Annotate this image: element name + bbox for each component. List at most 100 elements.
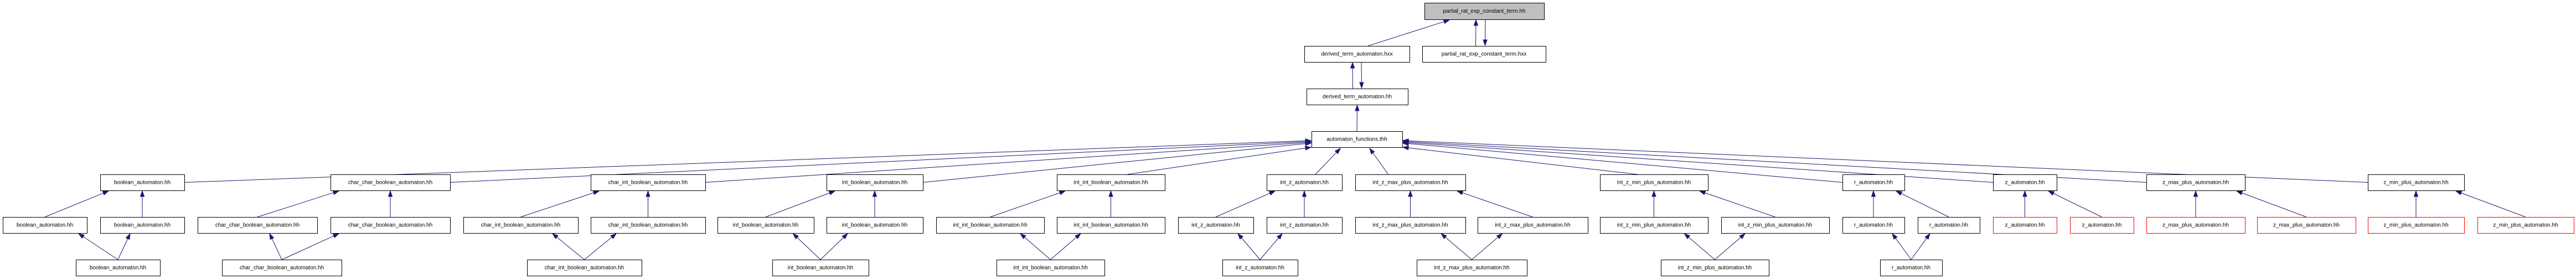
node-box[interactable] [2368, 217, 2465, 234]
node-z-max-plus-automaton[interactable]: z_max_plus_automaton.hh [2146, 174, 2245, 191]
node-char-char-boolean-automaton[interactable]: char_char_boolean_automaton.hh [331, 217, 451, 234]
node-int-z-min-plus-automaton[interactable]: int_z_min_plus_automaton.hh [1600, 217, 1708, 234]
node-z-automaton[interactable]: z_automaton.hh [1993, 217, 2057, 234]
node-box[interactable] [1417, 260, 1527, 276]
node-box[interactable] [222, 260, 342, 276]
node-char-char-boolean-automaton[interactable]: char_char_boolean_automaton.hh [198, 217, 318, 234]
node-boolean-automaton[interactable]: boolean_automaton.hh [76, 260, 161, 276]
node-box[interactable] [463, 217, 579, 234]
node-box[interactable] [100, 174, 185, 191]
node-int-int-boolean-automaton[interactable]: int_int_boolean_automaton.hh [1057, 174, 1165, 191]
node-int-z-max-plus-automaton[interactable]: int_z_max_plus_automaton.hh [1355, 174, 1466, 191]
node-box[interactable] [1721, 217, 1830, 234]
node-box[interactable] [827, 174, 923, 191]
node-int-boolean-automaton[interactable]: int_boolean_automaton.hh [827, 174, 923, 191]
node-z-max-plus-automaton[interactable]: z_max_plus_automaton.hh [2257, 217, 2356, 234]
node-box[interactable] [3, 217, 87, 234]
node-int-z-max-plus-automaton[interactable]: int_z_max_plus_automaton.hh [1478, 217, 1588, 234]
node-box[interactable] [591, 174, 706, 191]
node-box[interactable] [1307, 89, 1408, 105]
node-box[interactable] [827, 217, 923, 234]
node-box[interactable] [997, 260, 1105, 276]
node-automaton-functions[interactable]: automaton_functions.thh [1312, 131, 1403, 148]
node-box[interactable] [1600, 174, 1708, 191]
node-char-int-boolean-automaton[interactable]: char_int_boolean_automaton.hh [527, 260, 642, 276]
node-box[interactable] [1267, 217, 1343, 234]
node-box[interactable] [331, 217, 451, 234]
node-int-int-boolean-automaton[interactable]: int_int_boolean_automaton.hh [1057, 217, 1165, 234]
node-int-z-automaton[interactable]: int_z_automaton.hh [1267, 174, 1343, 191]
node-box[interactable] [1057, 174, 1165, 191]
node-box[interactable] [2146, 217, 2245, 234]
node-int-z-min-plus-automaton[interactable]: int_z_min_plus_automaton.hh [1600, 174, 1708, 191]
node-box[interactable] [1267, 174, 1343, 191]
node-box[interactable] [1355, 174, 1466, 191]
node-boolean-automaton[interactable]: boolean_automaton.hh [100, 217, 185, 234]
node-int-z-max-plus-automaton[interactable]: int_z_max_plus_automaton.hh [1417, 260, 1527, 276]
node-box[interactable] [100, 217, 185, 234]
node-int-z-min-plus-automaton[interactable]: int_z_min_plus_automaton.hh [1661, 260, 1769, 276]
node-boolean-automaton[interactable]: boolean_automaton.hh [3, 217, 87, 234]
node-box[interactable] [331, 174, 451, 191]
node-box[interactable] [1661, 260, 1769, 276]
node-box[interactable] [2070, 217, 2134, 234]
node-r-automaton[interactable]: r_automaton.hh [1918, 217, 1980, 234]
node-box[interactable] [1880, 260, 1943, 276]
node-box[interactable] [1478, 217, 1588, 234]
node-char-int-boolean-automaton[interactable]: char_int_boolean_automaton.hh [463, 217, 579, 234]
node-box[interactable] [1304, 46, 1410, 63]
node-box[interactable] [2146, 174, 2245, 191]
node-box[interactable] [1842, 174, 1905, 191]
node-box[interactable] [1312, 131, 1403, 148]
node-r-automaton[interactable]: r_automaton.hh [1842, 217, 1905, 234]
node-box[interactable] [198, 217, 318, 234]
node-box[interactable] [1918, 217, 1980, 234]
node-z-automaton[interactable]: z_automaton.hh [1993, 174, 2057, 191]
node-int-z-min-plus-automaton[interactable]: int_z_min_plus_automaton.hh [1721, 217, 1830, 234]
node-z-min-plus-automaton[interactable]: z_min_plus_automaton.hh [2477, 217, 2574, 234]
node-box[interactable] [1842, 217, 1905, 234]
node-z-automaton[interactable]: z_automaton.hh [2070, 217, 2134, 234]
node-box[interactable] [1422, 46, 1546, 63]
node-boolean-automaton[interactable]: boolean_automaton.hh [100, 174, 185, 191]
node-box[interactable] [1600, 217, 1708, 234]
node-char-char-boolean-automaton[interactable]: char_char_boolean_automaton.hh [222, 260, 342, 276]
node-int-z-automaton[interactable]: int_z_automaton.hh [1178, 217, 1254, 234]
node-box[interactable] [2257, 217, 2356, 234]
node-box[interactable] [1178, 217, 1254, 234]
node-box[interactable] [1993, 174, 2057, 191]
node-r-automaton[interactable]: r_automaton.hh [1842, 174, 1905, 191]
node-int-z-automaton[interactable]: int_z_automaton.hh [1222, 260, 1298, 276]
node-int-z-max-plus-automaton[interactable]: int_z_max_plus_automaton.hh [1355, 217, 1466, 234]
node-derived-term-automaton[interactable]: derived_term_automaton.hh [1307, 89, 1408, 105]
node-int-boolean-automaton[interactable]: int_boolean_automaton.hh [827, 217, 923, 234]
node-box[interactable] [2477, 217, 2574, 234]
node-int-boolean-automaton[interactable]: int_boolean_automaton.hh [772, 260, 869, 276]
node-box[interactable] [1424, 3, 1545, 20]
node-z-max-plus-automaton[interactable]: z_max_plus_automaton.hh [2146, 217, 2245, 234]
node-char-char-boolean-automaton[interactable]: char_char_boolean_automaton.hh [331, 174, 451, 191]
node-int-int-boolean-automaton[interactable]: int_int_boolean_automaton.hh [997, 260, 1105, 276]
node-box[interactable] [1355, 217, 1466, 234]
node-derived-term-automaton[interactable]: derived_term_automaton.hxx [1304, 46, 1410, 63]
node-box[interactable] [591, 217, 706, 234]
node-r-automaton[interactable]: r_automaton.hh [1880, 260, 1943, 276]
node-box[interactable] [1993, 217, 2057, 234]
node-box[interactable] [76, 260, 161, 276]
node-partial-rat-exp-constant-term[interactable]: partial_rat_exp_constant_term.hh [1424, 3, 1545, 20]
node-z-min-plus-automaton[interactable]: z_min_plus_automaton.hh [2368, 174, 2465, 191]
node-int-z-automaton[interactable]: int_z_automaton.hh [1267, 217, 1343, 234]
node-box[interactable] [936, 217, 1045, 234]
node-box[interactable] [1222, 260, 1298, 276]
node-box[interactable] [717, 217, 814, 234]
node-box[interactable] [772, 260, 869, 276]
node-box[interactable] [2368, 174, 2465, 191]
node-char-int-boolean-automaton[interactable]: char_int_boolean_automaton.hh [591, 217, 706, 234]
node-int-int-boolean-automaton[interactable]: int_int_boolean_automaton.hh [936, 217, 1045, 234]
node-box[interactable] [1057, 217, 1165, 234]
node-z-min-plus-automaton[interactable]: z_min_plus_automaton.hh [2368, 217, 2465, 234]
node-char-int-boolean-automaton[interactable]: char_int_boolean_automaton.hh [591, 174, 706, 191]
node-int-boolean-automaton[interactable]: int_boolean_automaton.hh [717, 217, 814, 234]
node-partial-rat-exp-constant-term[interactable]: partial_rat_exp_constant_term.hxx [1422, 46, 1546, 63]
node-box[interactable] [527, 260, 642, 276]
